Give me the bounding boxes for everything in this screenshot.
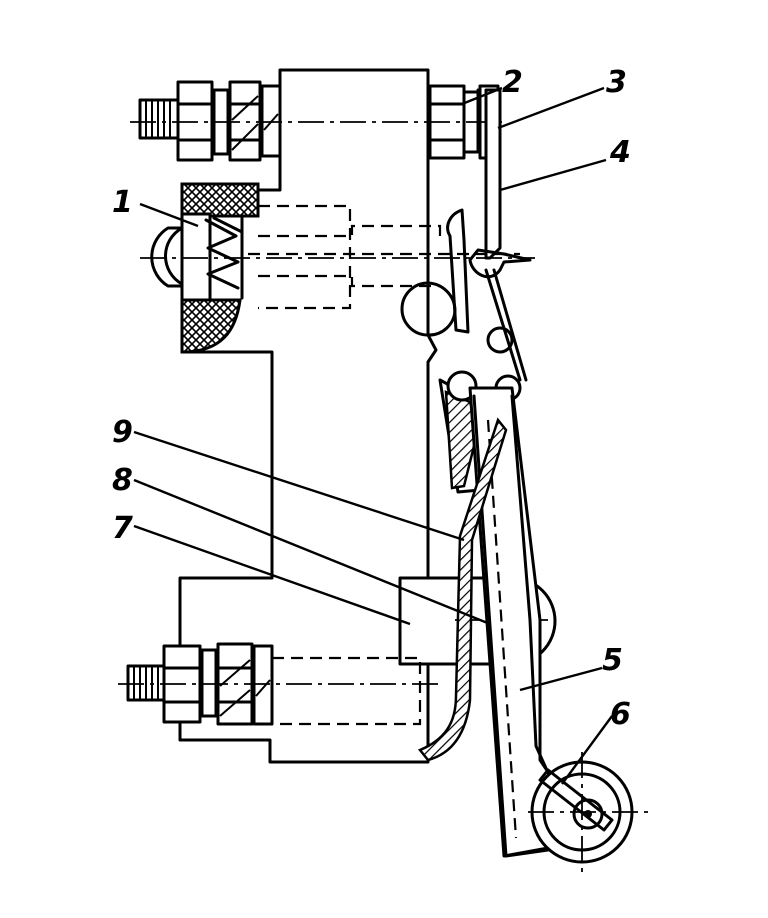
bottom-terminal-assembly	[118, 642, 440, 726]
top-terminal-assembly	[130, 80, 505, 162]
callout-labels: 1 2 3 4 5 6 7 8 9	[112, 65, 631, 732]
roller-wheel	[528, 752, 648, 872]
callout-1: 1	[112, 185, 133, 220]
callout-3: 3	[606, 65, 627, 100]
callout-8: 8	[112, 463, 133, 498]
callout-6: 6	[610, 697, 631, 732]
callout-9: 9	[112, 415, 133, 450]
bent-contact-strip	[417, 417, 508, 762]
spring-plunger-assembly	[140, 182, 535, 354]
leader-lines	[133, 86, 613, 785]
callout-7: 7	[112, 511, 133, 546]
callout-2: 2	[502, 65, 523, 100]
callout-5: 5	[602, 643, 623, 678]
callout-4: 4	[609, 135, 631, 170]
